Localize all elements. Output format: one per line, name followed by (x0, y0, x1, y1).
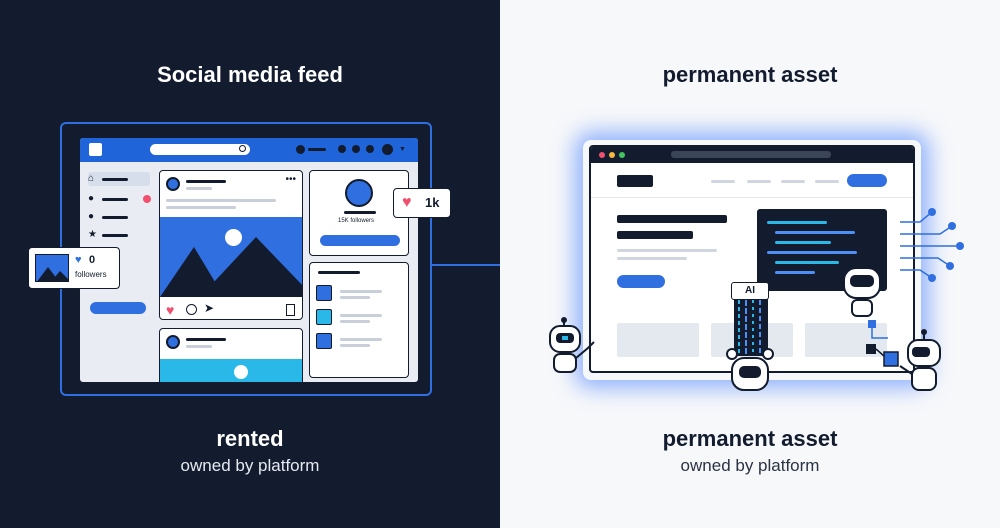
followers-bubble: ♥ 0 followers (28, 247, 120, 289)
post-card-second (159, 328, 303, 382)
circuit-lines (900, 208, 964, 282)
post-image (160, 359, 302, 382)
sidebar-item-messages[interactable]: ● (88, 210, 150, 224)
chat-icon: ● (88, 211, 95, 222)
post-avatar (166, 177, 180, 191)
post-card: ••• ♥ ➤ (159, 170, 303, 320)
follow-button[interactable] (320, 235, 400, 246)
chevron-down-icon[interactable]: ▼ (399, 146, 406, 153)
notification-badge (143, 195, 151, 203)
social-caption-main: rented (216, 426, 284, 451)
heart-icon[interactable]: ♥ (166, 302, 175, 318)
suggestion-thumb[interactable] (316, 285, 332, 301)
followers-label: followers (75, 270, 107, 279)
share-icon[interactable]: ➤ (204, 301, 215, 315)
hero-heading (617, 215, 727, 223)
account-avatar-icon[interactable] (382, 144, 393, 155)
like-count-bubble: ♥ 1k (393, 188, 451, 218)
robot-top-right-icon (843, 267, 881, 317)
search-icon (239, 145, 246, 152)
sidebar-item-favorites[interactable]: ★ (88, 228, 150, 242)
sidebar-button[interactable] (90, 302, 146, 314)
social-caption-sub: owned by platform (180, 456, 320, 475)
bell-icon[interactable] (366, 145, 374, 153)
nav-label-bar (308, 148, 326, 151)
heart-icon: ♥ (75, 254, 82, 266)
nav-cta-button[interactable] (847, 174, 887, 187)
sidebar-item-home[interactable]: ⌂ (88, 172, 150, 186)
maximize-dot-icon[interactable] (619, 152, 625, 158)
robot-left-icon (549, 317, 595, 373)
suggestion-thumb[interactable] (316, 309, 332, 325)
feed-topbar: ▼ (80, 138, 418, 162)
site-logo (617, 175, 653, 187)
address-bar[interactable] (671, 151, 831, 158)
star-icon: ★ (88, 229, 97, 240)
hero-cta-button[interactable] (617, 275, 665, 288)
friends-icon[interactable] (338, 145, 346, 153)
friends-icon: ● (88, 193, 95, 204)
profile-icon[interactable] (296, 145, 305, 154)
messages-icon[interactable] (352, 145, 360, 153)
feature-card (617, 323, 699, 357)
followers-count: 0 (89, 254, 96, 266)
profile-followers: 15K followers (338, 218, 375, 224)
post-avatar (166, 335, 180, 349)
robot-right-icon (866, 320, 941, 391)
ai-data-stream (734, 298, 768, 356)
app-logo-icon (89, 143, 102, 156)
website-caption-main: permanent asset (662, 426, 838, 451)
image-thumb-icon (35, 254, 69, 282)
bookmark-icon[interactable] (286, 304, 295, 316)
website-title: permanent asset (662, 62, 838, 87)
search-input[interactable] (150, 144, 250, 155)
browser-titlebar (591, 147, 913, 163)
comment-icon[interactable] (186, 304, 197, 315)
suggestions-card (309, 262, 409, 378)
social-title: Social media feed (157, 62, 343, 87)
suggestion-thumb[interactable] (316, 333, 332, 349)
heart-icon: ♥ (402, 194, 412, 211)
minimize-dot-icon[interactable] (609, 152, 615, 158)
ai-label: AI (731, 282, 769, 300)
post-image (160, 217, 302, 297)
sidebar-item-friends[interactable]: ● (88, 192, 151, 206)
close-dot-icon[interactable] (599, 152, 605, 158)
more-icon[interactable]: ••• (285, 174, 296, 185)
home-icon: ⌂ (88, 173, 95, 184)
social-feed-screen: ▼ ⌂ ● ● ★ ••• ♥ ➤ (80, 138, 418, 382)
profile-avatar (345, 179, 373, 207)
website-caption-sub: owned by platform (680, 456, 820, 475)
robot-bottom-icon (726, 348, 774, 391)
like-count: 1k (425, 195, 440, 210)
